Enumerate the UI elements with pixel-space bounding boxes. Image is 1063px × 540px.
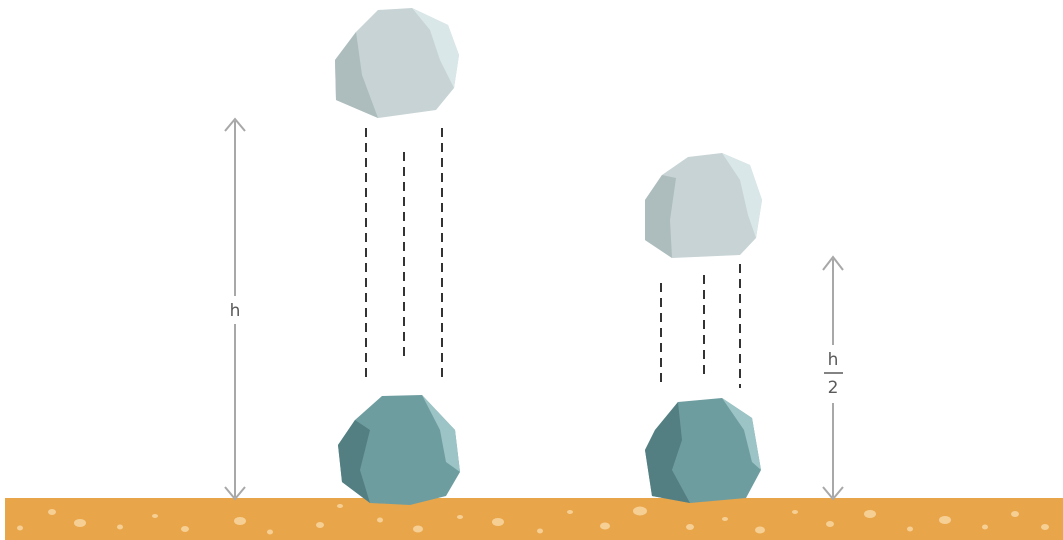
rock-start-left bbox=[335, 8, 459, 118]
rock-icon bbox=[335, 8, 459, 118]
fall-trail-right bbox=[661, 264, 740, 388]
rock-icon bbox=[338, 395, 460, 505]
rock-start-right bbox=[645, 153, 762, 258]
height-label-half-h: h 2 bbox=[824, 350, 843, 398]
height-label-numerator: h bbox=[828, 350, 839, 370]
ground bbox=[5, 498, 1063, 540]
height-label-denominator: 2 bbox=[828, 378, 839, 398]
rock-landed-left bbox=[338, 395, 460, 505]
height-label-h: h bbox=[230, 301, 241, 321]
fall-trail-left bbox=[366, 128, 442, 380]
rock-icon bbox=[645, 398, 761, 503]
rock-landed-right bbox=[645, 398, 761, 503]
rock-icon bbox=[645, 153, 762, 258]
